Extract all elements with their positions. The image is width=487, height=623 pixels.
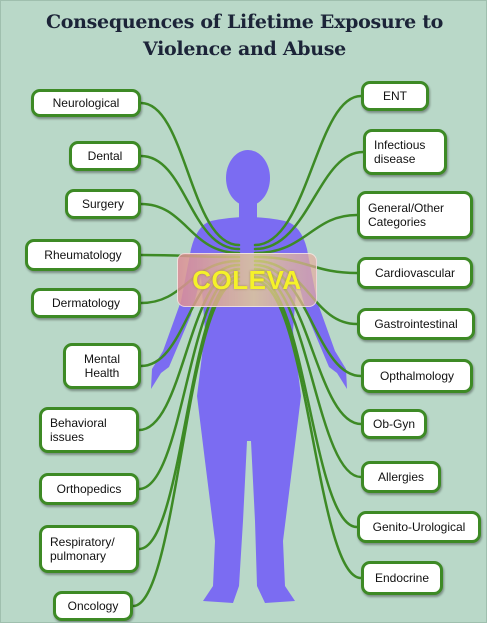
category-box-cardiovascular: Cardiovascular bbox=[357, 257, 473, 289]
category-box-infectious-disease: Infectious disease bbox=[363, 129, 447, 175]
connector-line-left-1 bbox=[141, 156, 239, 249]
category-box-genito-urological: Genito-Urological bbox=[357, 511, 481, 543]
category-box-behavioral-issues: Behavioral issues bbox=[39, 407, 139, 453]
category-box-respiratory-pulmonary: Respiratory/ pulmonary bbox=[39, 525, 139, 573]
coleva-center-label: COLEVA bbox=[177, 253, 317, 307]
category-box-endocrine: Endocrine bbox=[361, 561, 443, 595]
category-box-allergies: Allergies bbox=[361, 461, 441, 493]
category-box-mental-health: Mental Health bbox=[63, 343, 141, 389]
category-box-orthopedics: Orthopedics bbox=[39, 473, 139, 505]
category-box-dental: Dental bbox=[69, 141, 141, 171]
connector-line-left-9 bbox=[133, 281, 239, 606]
category-box-opthalmology: Opthalmology bbox=[361, 359, 473, 393]
category-box-neurological: Neurological bbox=[31, 89, 141, 117]
category-box-general-other: General/Other Categories bbox=[357, 191, 473, 239]
category-box-dermatology: Dermatology bbox=[31, 288, 141, 318]
connector-line-left-0 bbox=[141, 103, 239, 245]
connector-line-right-9 bbox=[255, 281, 361, 578]
category-box-oncology: Oncology bbox=[53, 591, 133, 621]
category-box-ob-gyn: Ob-Gyn bbox=[361, 409, 427, 439]
category-box-ent: ENT bbox=[361, 81, 429, 111]
category-box-surgery: Surgery bbox=[65, 189, 141, 219]
category-box-gastrointestinal: Gastrointestinal bbox=[357, 308, 475, 340]
category-box-rheumatology: Rheumatology bbox=[25, 239, 141, 271]
connector-line-right-0 bbox=[255, 96, 361, 245]
